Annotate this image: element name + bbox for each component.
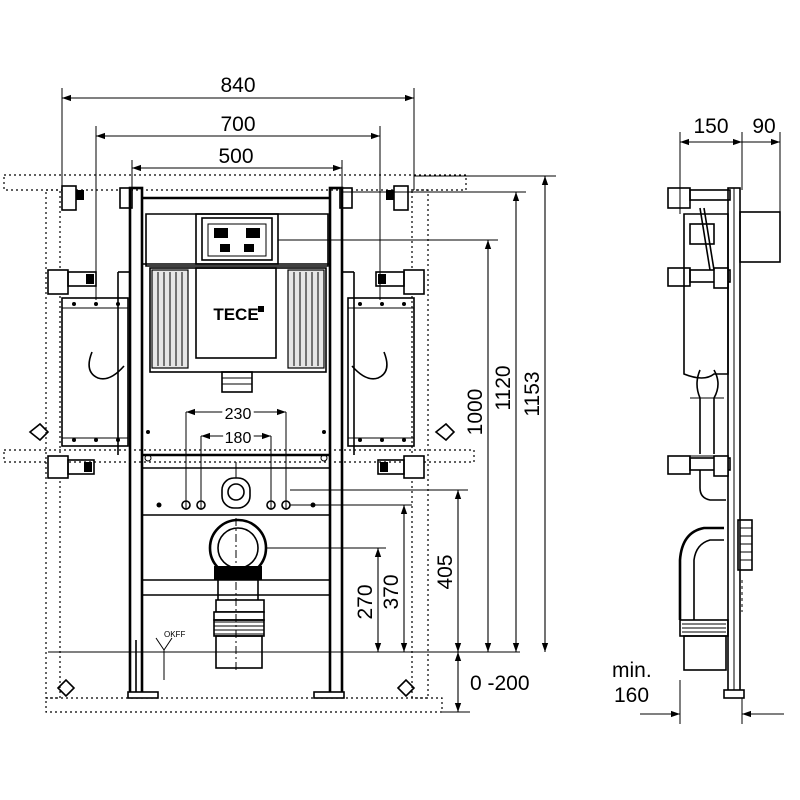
dim-depth-90: 90	[752, 115, 775, 138]
frame	[117, 186, 355, 699]
dim-width-700: 700	[220, 113, 255, 136]
side-view: 150 90 min. 160	[612, 115, 784, 724]
dim-height-405: 405	[434, 554, 457, 589]
dim-spacing-230: 230	[225, 406, 252, 423]
brand-logo: TECE	[213, 305, 258, 324]
right-mounting-panel	[347, 297, 415, 447]
dim-min-value: 160	[614, 684, 649, 707]
dim-leg-range: 0 -200	[470, 672, 530, 695]
flush-tank: TECE	[145, 213, 329, 393]
floor-mark-label: OKFF	[164, 630, 185, 639]
dim-height-1000: 1000	[464, 389, 487, 436]
tank-ribs	[157, 272, 319, 366]
floor-level: OKFF	[48, 630, 520, 680]
dim-depth-150: 150	[693, 115, 728, 138]
vertical-dimensions: 1153 1120 1000 405 370 270 0 -200	[266, 175, 556, 713]
side-waste-elbow	[678, 470, 729, 671]
connection-points	[156, 412, 316, 510]
dim-height-1120: 1120	[492, 365, 515, 410]
dim-width-840: 840	[220, 74, 255, 97]
dim-width-500: 500	[218, 145, 253, 168]
side-brackets	[667, 187, 731, 477]
dim-spacing-180: 180	[225, 430, 252, 447]
horizontal-dimensions: 840 700 500 230 180	[61, 74, 415, 450]
side-frame	[723, 187, 781, 699]
dim-height-1153: 1153	[521, 371, 544, 416]
dim-height-370: 370	[380, 574, 403, 609]
waste-pipe	[208, 518, 268, 670]
front-view: TECE	[3, 74, 556, 713]
side-dimensions: 150 90 min. 160	[612, 115, 784, 724]
dim-min-label: min.	[612, 659, 652, 682]
wall-outline	[3, 174, 475, 713]
side-tank	[683, 207, 729, 457]
dim-height-270: 270	[354, 584, 377, 619]
